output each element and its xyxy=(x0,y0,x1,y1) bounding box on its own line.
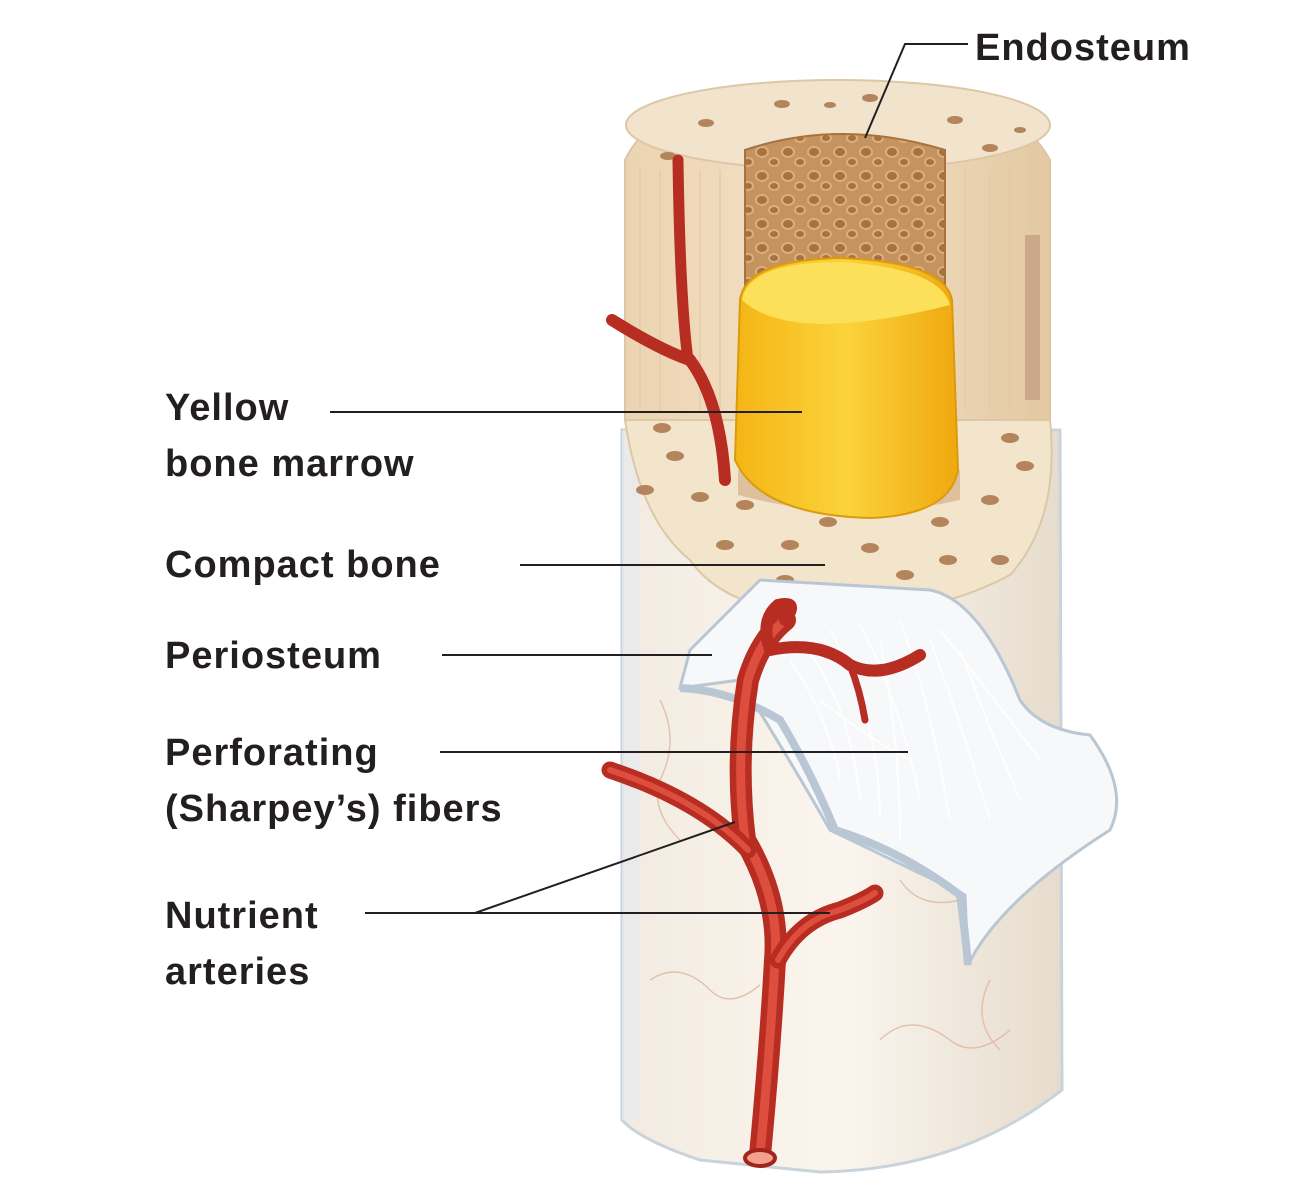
label-perforating-fibers: Perforating (Sharpey’s) fibers xyxy=(165,732,503,830)
label-yellow-bone-marrow: Yellow bone marrow xyxy=(165,387,415,485)
label-endosteum: Endosteum xyxy=(975,27,1191,69)
label-nutrient-arteries: Nutrient arteries xyxy=(165,895,319,993)
perforating-fibers xyxy=(789,619,1041,841)
leader-lines xyxy=(330,43,968,914)
leader-nutrient-arteries-branch xyxy=(474,821,736,914)
nutrient-arteries xyxy=(601,154,926,1168)
label-periosteum: Periosteum xyxy=(165,635,382,677)
label-compact-bone: Compact bone xyxy=(165,544,441,586)
leader-endosteum xyxy=(864,43,968,139)
yellow-bone-marrow xyxy=(733,256,960,520)
